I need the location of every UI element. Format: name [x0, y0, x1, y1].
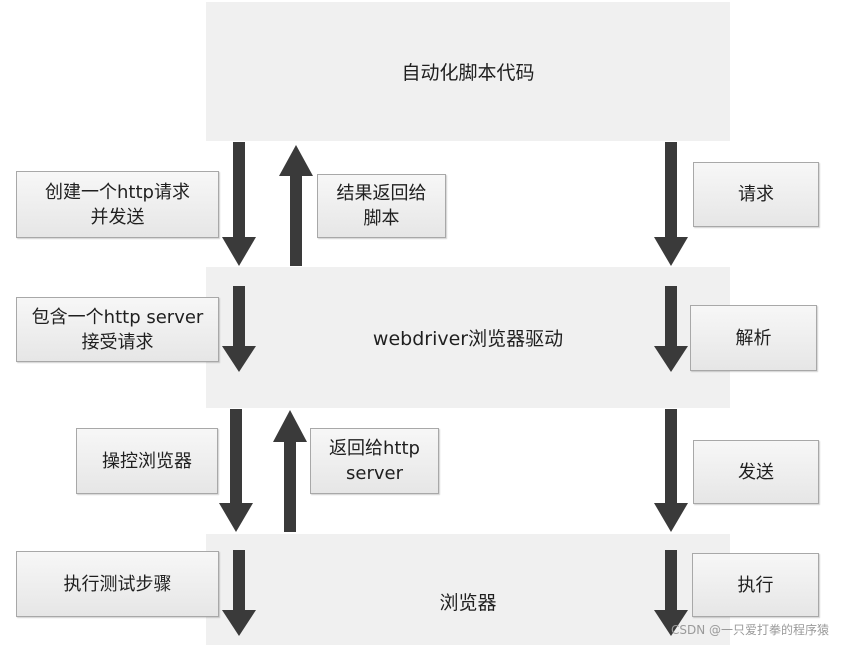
- note-create-request: 创建一个http请求 并发送: [16, 171, 219, 238]
- browser-layer: 浏览器: [206, 534, 730, 645]
- note-send: 发送: [693, 440, 819, 504]
- arrow-down-1: [222, 142, 256, 266]
- arrow-down-right-4: [654, 550, 688, 636]
- note-control-browser: 操控浏览器: [76, 428, 218, 494]
- note-return-to-server: 返回给http server: [310, 428, 439, 494]
- note-return-result: 结果返回给 脚本: [317, 174, 446, 238]
- webdriver-layer: webdriver浏览器驱动: [206, 267, 730, 408]
- arrow-down-right-2: [654, 286, 688, 372]
- automation-code-layer: 自动化脚本代码: [206, 2, 730, 141]
- arrow-up-2: [273, 410, 307, 532]
- arrow-down-right-1: [654, 142, 688, 266]
- arrow-down-right-3: [654, 409, 688, 532]
- automation-code-label: 自动化脚本代码: [401, 62, 535, 84]
- browser-label: 浏览器: [439, 592, 497, 614]
- note-execute: 执行: [692, 553, 819, 617]
- arrow-down-2: [222, 286, 256, 372]
- watermark: CSDN @一只爱打拳的程序猿: [670, 623, 829, 637]
- arrow-down-3: [219, 409, 253, 532]
- arrow-down-4: [222, 550, 256, 636]
- note-parse: 解析: [690, 305, 817, 371]
- arrow-up-1: [279, 145, 313, 266]
- note-request: 请求: [693, 162, 819, 227]
- note-http-server: 包含一个http server 接受请求: [16, 297, 219, 362]
- webdriver-label: webdriver浏览器驱动: [372, 328, 564, 350]
- note-execute-steps: 执行测试步骤: [16, 551, 219, 617]
